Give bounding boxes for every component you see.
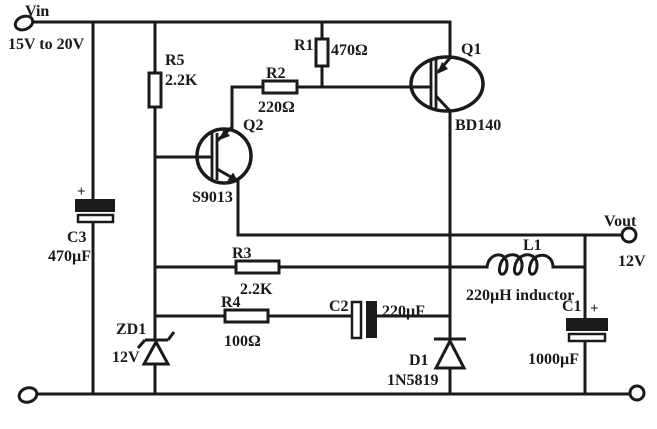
vout-terminal xyxy=(620,226,638,244)
vin-range-label: 15V to 20V xyxy=(8,36,85,53)
capacitor-c2 xyxy=(350,300,377,340)
c2-plate-left xyxy=(350,300,363,340)
wire-mid-rail-vout xyxy=(236,180,624,237)
c2-ref-label: C2 xyxy=(329,298,349,315)
transistor-q2 xyxy=(195,88,253,185)
terminals xyxy=(13,14,646,404)
resistor-r3-body xyxy=(234,259,281,275)
vout-voltage-label: 12V xyxy=(618,253,646,270)
r4-value-label: 100Ω xyxy=(224,333,261,350)
c3-value-label: 470µF xyxy=(48,248,91,265)
c3-plate-neg xyxy=(76,213,115,224)
zd1-triangle xyxy=(141,338,171,366)
inductor-l1-coil xyxy=(485,253,568,276)
r3-ref-label: R3 xyxy=(232,245,252,262)
q1-ref-label: Q1 xyxy=(461,41,481,58)
q1-body xyxy=(409,55,485,113)
r2-ref-label: R2 xyxy=(266,65,286,82)
r4-ref-label: R4 xyxy=(221,294,241,311)
diode-d1 xyxy=(433,337,467,370)
l1-value-label: 220µH inductor xyxy=(466,287,574,304)
wire-network xyxy=(30,20,631,396)
resistor-r1-body xyxy=(314,37,330,68)
wire-output-node xyxy=(566,233,587,396)
d1-part-label: 1N5819 xyxy=(387,372,439,389)
l1-ref-label: L1 xyxy=(523,237,542,254)
q1-base-bar xyxy=(429,59,438,108)
c3-plate-pos xyxy=(75,199,115,212)
zener-zd1 xyxy=(136,331,176,366)
gnd-left-terminal xyxy=(17,386,39,404)
c1-polarity-label: + xyxy=(590,301,599,317)
capacitor-c1 xyxy=(566,318,608,343)
resistor-r4-body xyxy=(223,308,270,324)
c1-plate-pos xyxy=(566,318,608,331)
gnd-right-terminal xyxy=(628,384,646,402)
c1-ref-label: C1 xyxy=(562,298,582,315)
d1-ref-label: D1 xyxy=(409,352,429,369)
capacitor-c3 xyxy=(75,199,115,224)
vout-label: Vout xyxy=(604,213,637,230)
zd1-value-label: 12V xyxy=(112,349,140,366)
vin-terminal xyxy=(13,14,35,32)
zd1-ref-label: ZD1 xyxy=(116,321,146,338)
r1-value-label: 470Ω xyxy=(331,42,368,59)
c2-value-label: 220µF xyxy=(382,303,425,320)
r2-value-label: 220Ω xyxy=(258,99,295,116)
q2-ref-label: Q2 xyxy=(243,117,263,134)
c3-ref-label: C3 xyxy=(67,229,87,246)
transistor-q1 xyxy=(409,55,485,114)
r1-ref-label: R1 xyxy=(294,37,314,54)
c2-plate-right xyxy=(366,301,377,338)
c1-value-label: 1000µF xyxy=(528,351,579,368)
q1-pnp-arrow-icon xyxy=(437,62,448,74)
q2-npn-arrow-icon xyxy=(227,172,239,183)
resistor-r2-body xyxy=(261,79,299,95)
labels: Vin 15V to 20V R5 2.2K R1 470Ω R2 220Ω Q… xyxy=(8,3,646,389)
c3-polarity-label: + xyxy=(77,184,86,200)
q2-collector-arrow-icon xyxy=(219,129,230,140)
c1-plate-neg xyxy=(567,332,607,343)
resistors xyxy=(147,37,330,324)
resistor-r5-body xyxy=(147,71,163,109)
r5-ref-label: R5 xyxy=(165,52,185,69)
r3-value-label: 2.2K xyxy=(240,281,273,298)
vin-label: Vin xyxy=(25,3,49,20)
d1-triangle xyxy=(433,337,467,370)
q2-part-label: S9013 xyxy=(192,189,233,206)
r5-value-label: 2.2K xyxy=(165,72,198,89)
q1-part-label: BD140 xyxy=(455,117,501,134)
